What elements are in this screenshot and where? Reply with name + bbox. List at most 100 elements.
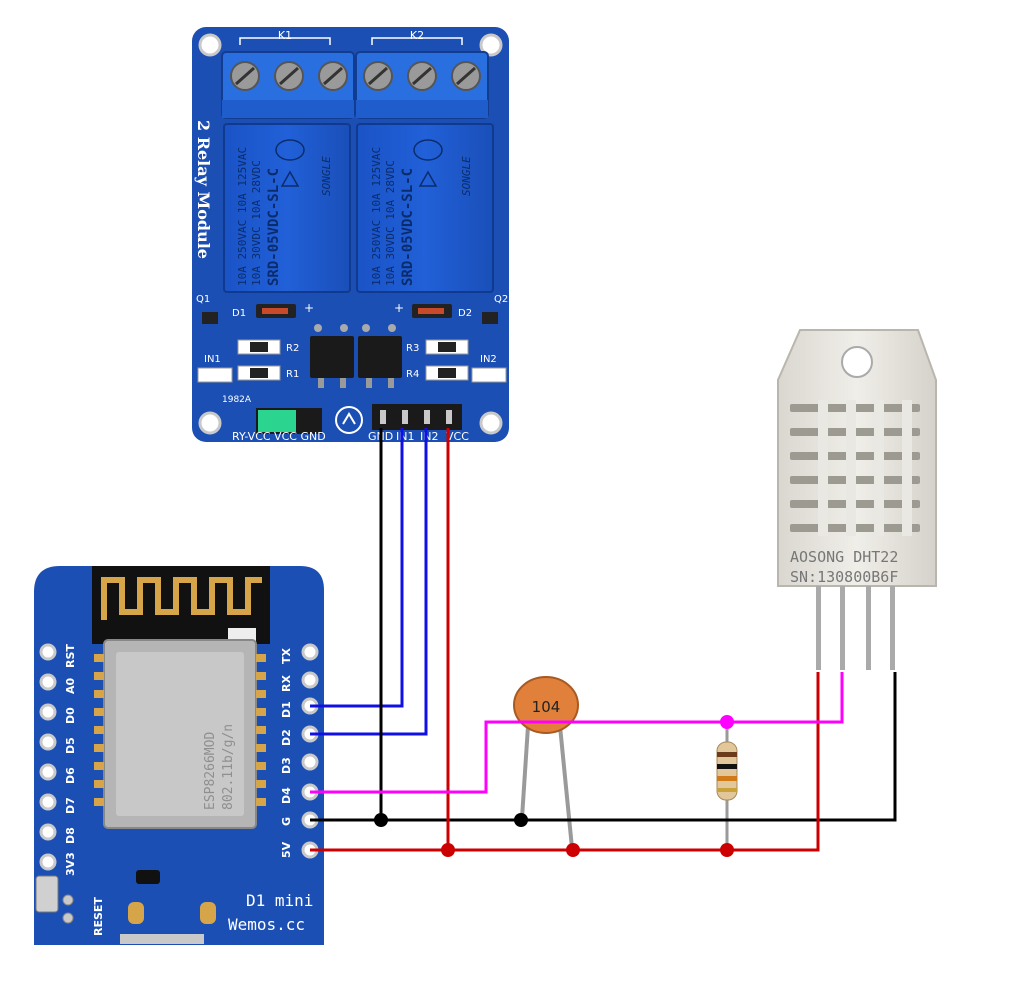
- relay-k1: 10A 250VAC 10A 125VAC 10A 30VDC 10A 28VD…: [223, 123, 351, 293]
- label-r3: R3: [406, 343, 419, 354]
- relay-k2-model: SRD-05VDC-SL-C: [400, 168, 416, 286]
- relay-module-title: 2 Relay Module: [194, 120, 213, 259]
- relay-k1-model: SRD-05VDC-SL-C: [266, 168, 282, 286]
- label-q1: Q1: [196, 294, 210, 305]
- label-r1: R1: [286, 369, 299, 380]
- relay-k2-brand: SONGLE: [460, 156, 473, 196]
- capacitor: 104: [513, 676, 579, 849]
- board-id: 1982A: [222, 395, 252, 405]
- label-jumper-header: RY-VCC VCC GND: [232, 430, 326, 443]
- resistor-r1: [250, 368, 268, 378]
- label-r2: R2: [286, 343, 299, 354]
- pin-label-g: G: [280, 817, 293, 826]
- wire-d1-in1: [310, 428, 404, 708]
- relay-k2: 10A 250VAC 10A 125VAC 10A 30VDC 10A 28VD…: [356, 123, 494, 293]
- led: [228, 628, 256, 642]
- led-in1: [197, 367, 233, 383]
- sensor-model: AOSONG DHT22: [790, 548, 898, 566]
- usb-port: [120, 934, 204, 944]
- esp-module-name: ESP8266MOD: [203, 732, 218, 810]
- warning-triangle-icon: [280, 170, 300, 187]
- resistor-r3: [438, 342, 456, 352]
- header-pin-in1: IN1: [396, 430, 414, 443]
- label-plus-2: +: [394, 301, 404, 315]
- label-in2: IN2: [480, 354, 497, 365]
- pin-label-d8: D8: [64, 827, 77, 844]
- pin-label-rst: RST: [64, 644, 77, 668]
- relay-label-k1: K1: [278, 29, 292, 42]
- relay-k1-spec-2: 10A 30VDC 10A 28VDC: [250, 160, 263, 286]
- wemos-d1-mini: ESP8266MOD 802.11b/g/n RST A0 D0 D5: [34, 566, 324, 945]
- sensor-pin-gnd: [890, 586, 895, 670]
- sensor-pin-data: [840, 586, 845, 670]
- relay-k1-spec-1: 10A 250VAC 10A 125VAC: [236, 147, 249, 286]
- relay-k1-brand: SONGLE: [320, 156, 333, 196]
- pin-label-d0: D0: [64, 707, 77, 724]
- transistor-q2: [482, 312, 498, 324]
- mount-hole: [841, 346, 873, 378]
- cqc-logo-icon: [275, 139, 305, 161]
- esp-module-spec: 802.11b/g/n: [221, 724, 236, 810]
- mount-hole: [479, 411, 503, 435]
- pin-label-a0: A0: [64, 677, 77, 694]
- label-in1: IN1: [204, 354, 221, 365]
- antenna-trace: [101, 577, 262, 620]
- sensor-pin-vcc: [816, 586, 821, 670]
- label-d1: D1: [232, 308, 246, 319]
- pin-label-rx: RX: [280, 675, 293, 692]
- pin-label-d5: D5: [64, 737, 77, 754]
- label-d2: D2: [458, 308, 472, 319]
- label-r4: R4: [406, 369, 419, 380]
- reset-button[interactable]: [35, 875, 59, 913]
- resistor-r4: [438, 368, 456, 378]
- optocoupler-1: [310, 324, 354, 388]
- header-pin-in2: IN2: [420, 430, 438, 443]
- screw-terminal-k1: [221, 51, 355, 119]
- pin-label-tx: TX: [280, 647, 293, 664]
- wire-d2-in2: [310, 428, 428, 736]
- relay-module: K1 K2 2 Relay Module: [192, 27, 509, 443]
- transistor-q1: [202, 312, 218, 324]
- pin-label-d6: D6: [64, 767, 77, 784]
- junctions: [374, 715, 734, 857]
- wire-d4-data: [310, 672, 844, 794]
- board-site: Wemos.cc: [228, 915, 305, 934]
- mount-hole: [198, 411, 222, 435]
- screw-terminal-k2: [355, 51, 489, 119]
- pin-label-d1: D1: [280, 701, 293, 718]
- pin-label-3v3: 3V3: [64, 852, 77, 876]
- pin-label-d4: D4: [280, 787, 293, 804]
- dht22-sensor: AOSONG DHT22 SN:130800B6F: [777, 329, 937, 670]
- sensor-serial: SN:130800B6F: [790, 568, 898, 586]
- pullup-resistor: [716, 722, 738, 848]
- relay-label-k2: K2: [410, 29, 424, 42]
- resistor-r2: [250, 342, 268, 352]
- sensor-pin-nc: [866, 586, 871, 670]
- pin-label-d7: D7: [64, 797, 77, 814]
- wire-5v: [310, 672, 820, 852]
- reset-label: RESET: [92, 897, 105, 936]
- pin-label-d2: D2: [280, 729, 293, 746]
- wires: [310, 428, 897, 852]
- board-name: D1 mini: [246, 891, 313, 910]
- label-plus-1: +: [304, 301, 314, 315]
- brand-logo-icon: [335, 406, 363, 434]
- relay-k2-spec-1: 10A 250VAC 10A 125VAC: [370, 147, 383, 286]
- label-q2: Q2: [494, 294, 508, 305]
- warning-triangle-icon: [418, 170, 438, 187]
- pin-label-d3: D3: [280, 757, 293, 774]
- left-pin-holes: [39, 643, 57, 871]
- optocoupler-2: [358, 324, 402, 388]
- mount-hole: [198, 33, 222, 57]
- relay-k2-spec-2: 10A 30VDC 10A 28VDC: [384, 160, 397, 286]
- header-pin-vcc: VCC: [446, 430, 469, 443]
- wire-ground: [310, 672, 897, 822]
- mount-hole: [479, 33, 503, 57]
- led-in2: [471, 367, 507, 383]
- pin-label-5v: 5V: [280, 841, 293, 858]
- cqc-logo-icon: [413, 139, 443, 161]
- jumper-cap: [258, 410, 296, 432]
- capacitor-value: 104: [532, 698, 561, 716]
